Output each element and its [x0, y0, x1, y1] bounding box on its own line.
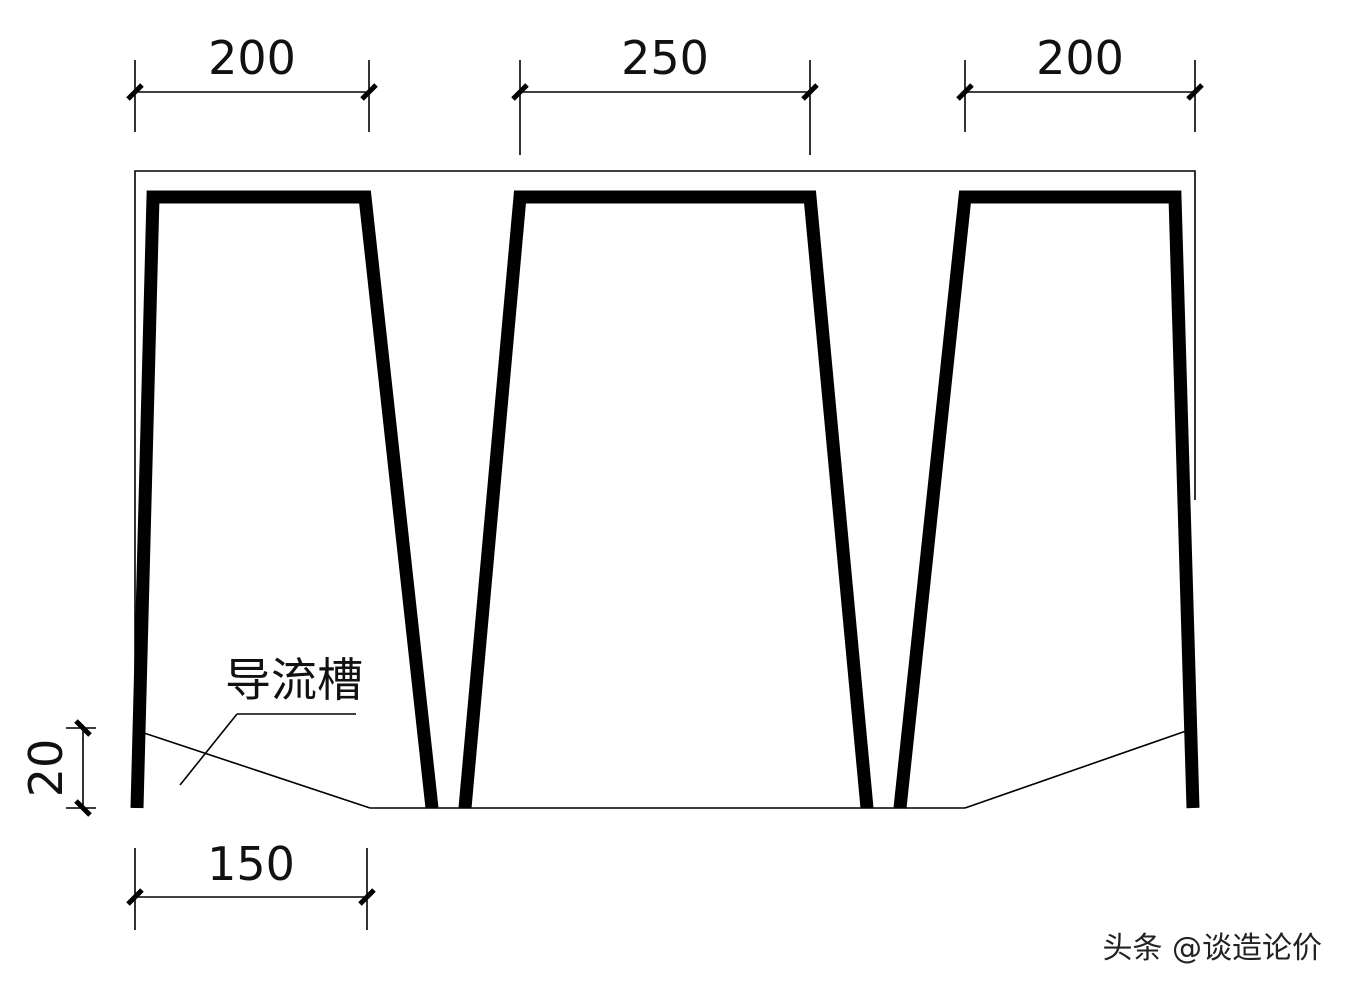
- groove-label: 导流槽: [225, 653, 363, 707]
- dimension-groove-depth: 20: [19, 719, 96, 817]
- groove-lines: [143, 730, 1187, 809]
- dimension-label-top-left: 200: [208, 31, 296, 85]
- dimension-label-bottom-left: 150: [207, 837, 295, 891]
- profile-left-segment: [130, 190, 439, 809]
- formwork-profile: [130, 190, 1200, 809]
- profile-right-segment: [893, 190, 1200, 809]
- dimension-label-top-middle: 250: [621, 31, 709, 85]
- outer-frame: [134, 170, 1196, 808]
- groove-label-group: 导流槽: [179, 653, 363, 786]
- dimension-bottom-left: 150: [126, 837, 376, 930]
- dimension-label-top-right: 200: [1036, 31, 1124, 85]
- dimension-top-right: 200: [956, 31, 1204, 132]
- dimension-top-middle: 250: [511, 31, 819, 155]
- watermark-text: 头条 @谈造论价: [1102, 931, 1322, 966]
- dimension-label-groove-depth: 20: [19, 739, 73, 798]
- dimension-top-left: 200: [126, 31, 378, 132]
- profile-middle-segment: [458, 190, 874, 809]
